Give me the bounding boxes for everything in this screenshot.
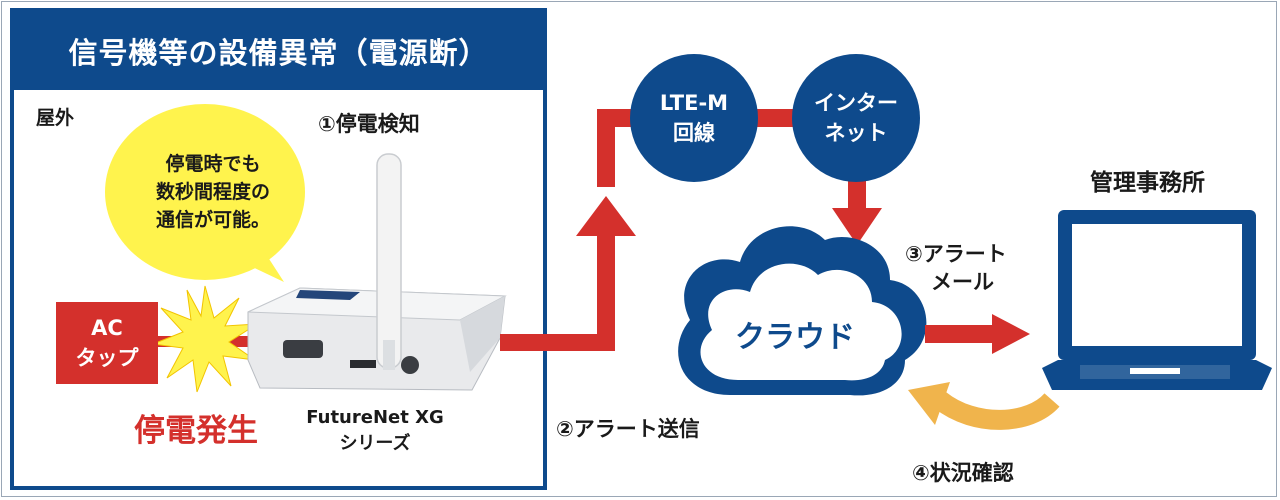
device-label: FutureNet XG シリーズ xyxy=(290,405,460,457)
power-outage-label: 停電発生 xyxy=(134,413,258,449)
internet-label-line2: ネット xyxy=(824,121,888,145)
step3-label: ③アラート メール xyxy=(905,240,1007,296)
ac-tap-box: AC タップ xyxy=(56,302,158,384)
lte-m-circle: LTE-M 回線 xyxy=(630,54,758,182)
lte-label-line2: 回線 xyxy=(673,121,715,145)
laptop-icon xyxy=(1042,210,1272,390)
site-panel: 信号機等の設備異常（電源断） xyxy=(10,8,547,490)
step3-line1: ③アラート xyxy=(905,242,1007,266)
antenna-icon xyxy=(376,153,402,370)
site-title: 信号機等の設備異常（電源断） xyxy=(14,12,543,90)
status-check-arrow xyxy=(908,382,1060,430)
internet-circle: インター ネット xyxy=(792,54,920,182)
outdoor-label: 屋外 xyxy=(36,107,75,129)
alert-send-arrow xyxy=(500,109,647,351)
step4-label: ④状況確認 xyxy=(912,461,1014,485)
device-label-line1: FutureNet XG xyxy=(306,407,444,428)
lte-label-line1: LTE-M xyxy=(659,91,729,115)
ac-tap-line1: AC xyxy=(91,316,123,340)
office-label: 管理事務所 xyxy=(1090,170,1205,196)
internet-label-line1: インター xyxy=(814,91,898,115)
ac-tap-line2: タップ xyxy=(75,346,139,370)
speech-bubble-icon xyxy=(105,104,305,282)
starburst-icon xyxy=(151,285,259,393)
cloud-icon xyxy=(678,226,927,396)
callout-line3: 通信が可能。 xyxy=(155,209,270,231)
step3-line2: メール xyxy=(931,270,994,294)
device-label-line2: シリーズ xyxy=(339,433,411,454)
cloud-label: クラウド xyxy=(735,320,855,355)
internet-cloud-arrow xyxy=(832,180,882,245)
alert-mail-arrow xyxy=(925,314,1030,354)
callout-line1: 停電時でも xyxy=(165,153,261,175)
callout-line2: 数秒間程度の xyxy=(155,181,270,203)
callout-text: 停電時でも 数秒間程度の 通信が可能。 xyxy=(118,150,308,234)
step1-label: ①停電検知 xyxy=(318,112,420,136)
step2-label: ②アラート送信 xyxy=(556,417,700,441)
